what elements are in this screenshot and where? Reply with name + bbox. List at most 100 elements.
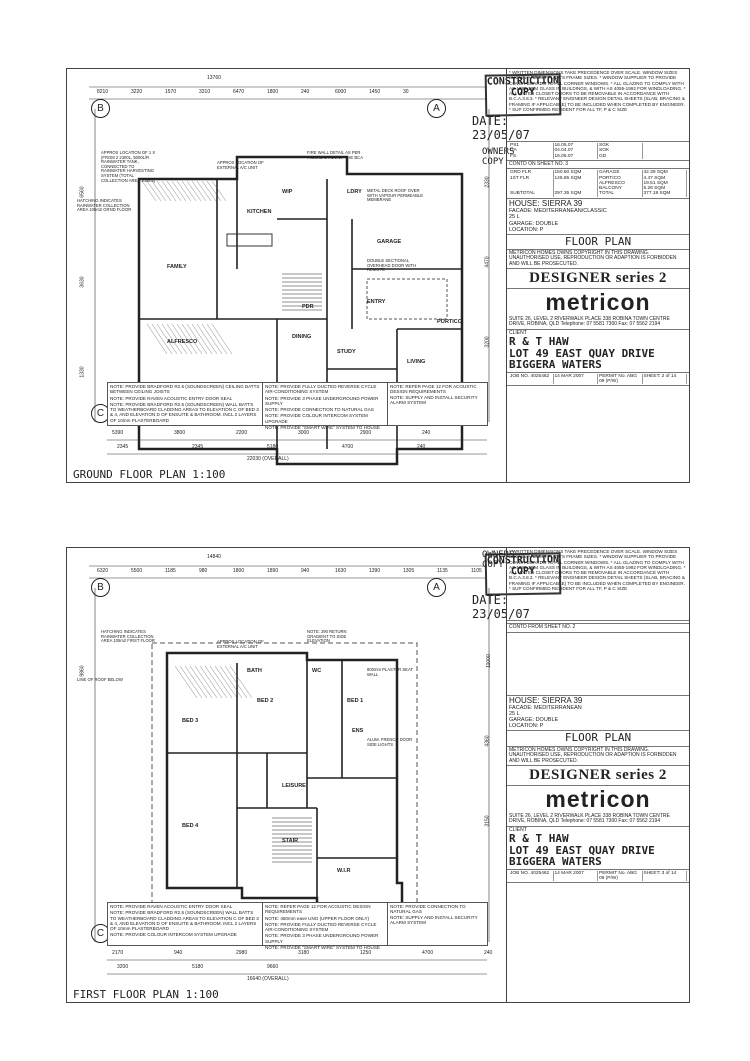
revision-cell: 16.05.07 (554, 153, 598, 159)
note-line: NOTE: REFER PAGE 12 FOR ACOUSTIC DESIGN … (390, 384, 477, 395)
hatch-line (186, 180, 202, 202)
continued-note: CONTD FROM SHEET NO. 2 (507, 624, 689, 633)
dimension-bottom: 240 (422, 430, 431, 436)
house-name: HOUSE: SIERRA 39 (509, 198, 583, 208)
dimension-bottom: 2900 (360, 430, 372, 436)
hatch-line (206, 180, 222, 202)
room-label: WC (312, 668, 322, 674)
dimension-bottom-2: 2345 (192, 444, 204, 450)
area-cell: ALFRESCO (598, 180, 643, 187)
designer-series: DESIGNER series 2 (507, 766, 689, 786)
dimension-bottom: 2200 (236, 430, 248, 436)
grid-ref-b: B (91, 578, 110, 597)
revision-cell: SGK (598, 143, 643, 149)
note-line: NOTE: PROVIDE COLOUR INTERCOM SYSTEM UPG… (265, 413, 368, 424)
area-cell: 5.26 SQM (643, 186, 687, 192)
dimension-bottom: 2980 (236, 950, 248, 956)
room-label: FAMILY (167, 264, 187, 270)
hatch-line (199, 665, 223, 699)
room-label: STUDY (337, 349, 356, 355)
note-line: NOTE: PROVIDE 3 PHASE UNDERGROUND POWER … (265, 395, 379, 406)
annotation-callout: ALUM. FRENCH DOOR SIDE LIGHTS (367, 737, 413, 747)
area-cell: GRD FLR (509, 170, 554, 176)
area-cell: SUBTOTAL (509, 191, 554, 197)
annotation-callout: 800mm PLASTER SEAT WALL (367, 667, 413, 677)
annotation-callout: HATCHING INDICATES RAINWATER COLLECTION … (77, 198, 132, 213)
sheet-number: SHEET: 3 of 14 (643, 870, 687, 882)
hatch-line (196, 323, 218, 355)
dimension-top: 3310 (199, 89, 211, 95)
job-date: 14 MAR 2007 (554, 373, 598, 385)
area-cell (509, 180, 554, 187)
room-label: BED 3 (182, 718, 199, 724)
room-label: PORTICO (437, 319, 463, 325)
suburb: BIGGERA WATERS (509, 358, 602, 372)
dimension-left: 3630 (79, 276, 86, 288)
lot-address: LOT 49 EAST QUAY DRIVE (509, 843, 655, 857)
notes-group-a: NOTE: PROVIDE RAVEN ACOUSTIC ENTRY DOOR … (107, 902, 263, 946)
copyright-note: METRICON HOMES OWNS COPYRIGHT IN THIS DR… (507, 250, 689, 270)
area-schedule (507, 633, 689, 696)
sheet-number: SHEET: 2 of 14 (643, 373, 687, 385)
revision-cell: DA (509, 148, 554, 154)
drawing-type: FLOOR PLAN (507, 731, 689, 747)
title-block: * WRITTEN DIMENSIONS TAKE PRECEDENCE OVE… (506, 69, 689, 482)
company-address: SUITE 26, LEVEL 2 RIVERWALK PLACE 338 RO… (507, 316, 689, 330)
client-name: R & T HAW (509, 335, 569, 349)
permit-number: PERMIT No. ABG 09 (P/W) (598, 373, 643, 385)
room-label: LDRY (347, 189, 362, 195)
dimension-bottom-2: 9660 (267, 964, 279, 970)
house-name: HOUSE: SIERRA 39 (509, 695, 583, 705)
hatch-line (181, 180, 197, 202)
grid-ref-a: A (427, 99, 446, 118)
hatch-line (211, 323, 233, 355)
lot-address: LOT 49 EAST QUAY DRIVE (509, 346, 655, 360)
plan-title: FIRST FLOOR PLAN 1:100 (73, 988, 219, 1001)
revision-cell: GD (598, 153, 643, 159)
brand-logo: metricon (545, 288, 651, 315)
area-cell (509, 186, 554, 192)
room-label: STAIR (282, 838, 299, 844)
room-label: WIP (282, 189, 293, 195)
annotation-callout: NOTE: 290 RETURN GRADIENT TO SIDE ELEVAT… (307, 629, 347, 644)
job-date: 14 MAR 2007 (554, 870, 598, 882)
stamp-date: DATE: 23/05/07 (472, 593, 530, 621)
area-cell (554, 186, 598, 192)
dimension-right: 3200 (484, 336, 491, 348)
garage: GARAGE: DOUBLE (509, 717, 559, 724)
hatch-line (174, 665, 198, 699)
hatch-line (176, 323, 198, 355)
revision-table (507, 621, 689, 624)
dimension-top: 240 (301, 89, 310, 95)
dimension-bottom-2: 240 (417, 444, 426, 450)
note-line: NOTE: 450mm eave UNO (UPPER FLOOR ONLY) (265, 915, 370, 921)
annotation-callout: APPROX LOCATION OF EXTERNAL A/C UNIT (217, 639, 264, 649)
area-cell: 377.19 SQM (643, 191, 687, 197)
room-label: ENTRY (367, 299, 386, 305)
facade-size: 25 L (509, 711, 520, 718)
dimension-bottom: 240 (484, 950, 493, 956)
annotation-callout: APPROX LOCATION OF 1 X (FROM 2 2300L, 50… (101, 150, 156, 183)
note-line: NOTE: PROVIDE CONNECTION TO NATURAL GAS (265, 407, 374, 413)
overall-dimension-bottom: 16640 (OVERALL) (247, 976, 289, 982)
note-line: NOTE: PROVIDE FULLY DUCTED REVERSE CYCLE… (265, 384, 377, 395)
note-line: NOTE: PROVIDE "SMART WIRE" SYSTEM TO HOU… (265, 424, 380, 430)
hatch-line (229, 665, 253, 699)
garage: GARAGE: DOUBLE (509, 220, 559, 227)
floor-plan-drawing (89, 565, 490, 975)
revision-cell: PS1 (509, 143, 554, 149)
note-line: NOTE: SUPPLY AND INSTALL SECURITY ALARM … (390, 394, 478, 405)
note-line: NOTE: PROVIDE BRADFORD R2.5 (SOUNDSCREEN… (110, 401, 259, 423)
dimension-top: 1630 (335, 568, 347, 574)
dimension-top: 1105 (471, 568, 482, 574)
